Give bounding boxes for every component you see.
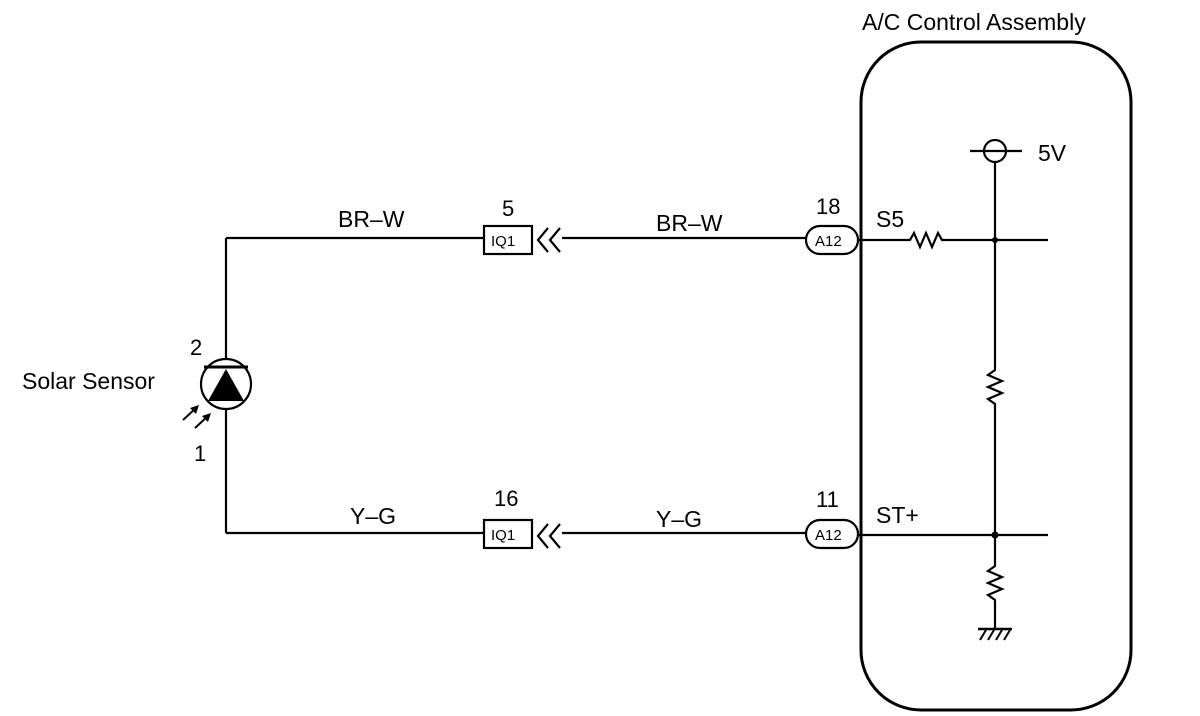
connector-iq1-upper-pin: 5 (502, 196, 514, 221)
connector-a12-lower: A12 (804, 518, 860, 550)
wire-label-upper-right: BR–W (656, 210, 723, 236)
photodiode-icon (199, 357, 253, 411)
supply-voltage-label: 5V (1038, 140, 1067, 166)
power-supply-icon (970, 138, 1022, 164)
terminal-st-plus-label: ST+ (876, 502, 919, 528)
connector-a12-upper-pin: 18 (816, 194, 840, 219)
connector-iq1-lower-pin: 16 (494, 486, 518, 511)
control-assembly-box (859, 40, 1133, 712)
terminal-s5-label: S5 (876, 206, 904, 232)
ground-icon (978, 627, 1012, 641)
junction-dot (991, 531, 999, 539)
connector-a12-upper: A12 (804, 224, 860, 256)
solar-sensor-label: Solar Sensor (22, 368, 155, 394)
connector-iq1-upper: IQ1 (482, 224, 561, 256)
connector-arrow-icon (536, 523, 561, 549)
connector-a12-lower-label: A12 (815, 527, 842, 544)
assembly-title: A/C Control Assembly (862, 9, 1086, 35)
internal-wire-s5 (858, 230, 1048, 250)
connector-iq1-lower: IQ1 (482, 518, 561, 550)
connector-iq1-upper-label: IQ1 (491, 233, 515, 250)
light-arrows-icon (182, 405, 211, 429)
solar-sensor-pin-top: 2 (190, 335, 202, 360)
solar-sensor-pin-bottom: 1 (194, 441, 206, 466)
wire-label-lower-right: Y–G (656, 506, 702, 532)
wire-label-lower-left: Y–G (350, 503, 396, 529)
resistor-icon (985, 240, 1005, 535)
connector-a12-upper-label: A12 (815, 233, 842, 250)
wire-label-upper-left: BR–W (338, 206, 405, 232)
junction-dot (992, 237, 998, 243)
resistor-icon (985, 535, 1005, 628)
connector-a12-lower-pin: 11 (816, 487, 839, 512)
connector-iq1-lower-label: IQ1 (491, 527, 515, 544)
connector-arrow-icon (536, 227, 561, 253)
